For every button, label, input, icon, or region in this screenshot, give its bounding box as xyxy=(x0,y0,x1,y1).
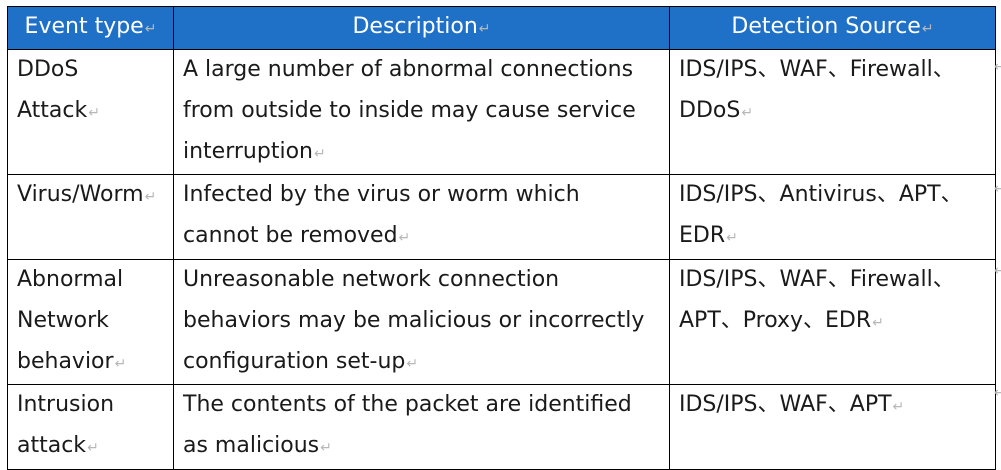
detection-source-text: IDS/IPS、WAF、Firewall、DDoS xyxy=(679,57,955,123)
row-end-mark-icon: ↵ xyxy=(994,181,1001,197)
description-cell: A large number of abnormal connections f… xyxy=(173,48,670,176)
description-text: A large number of abnormal connections f… xyxy=(183,57,636,164)
header-description: Description↵ xyxy=(173,6,670,50)
event-detection-table: Event type↵ Description↵ Detection Sourc… xyxy=(7,6,996,470)
paragraph-mark-icon: ↵ xyxy=(313,145,326,162)
paragraph-mark-icon: ↵ xyxy=(88,104,100,121)
detection-source-text: IDS/IPS、WAF、Firewall、APT、Proxy、EDR xyxy=(679,266,955,333)
paragraph-mark-icon: ↵ xyxy=(320,440,332,457)
event-type-cell: Abnormal Network behavior↵ xyxy=(7,258,174,386)
paragraph-mark-icon: ↵ xyxy=(872,314,884,331)
header-detection-source: Detection Source↵ xyxy=(669,6,996,50)
description-text: Unreasonable network connection behavior… xyxy=(183,266,645,374)
table-row: Intrusion attack↵ The contents of the pa… xyxy=(7,384,996,470)
table-row: DDoS Attack↵ A large number of abnormal … xyxy=(7,48,996,176)
row-end-mark-icon: ↵ xyxy=(994,59,1001,75)
paragraph-mark-icon: ↵ xyxy=(144,189,157,206)
detection-source-text: IDS/IPS、WAF、APT xyxy=(679,392,892,418)
paragraph-mark-icon: ↵ xyxy=(741,104,754,121)
event-type-text: DDoS Attack xyxy=(17,57,88,123)
detection-source-cell: IDS/IPS、WAF、Firewall、DDoS↵ xyxy=(669,48,996,176)
header-description-label: Description xyxy=(352,14,478,39)
paragraph-mark-icon: ↵ xyxy=(921,21,934,37)
paragraph-mark-icon: ↵ xyxy=(406,355,419,372)
paragraph-mark-icon: ↵ xyxy=(726,230,738,247)
event-type-cell: Virus/Worm↵ xyxy=(7,174,174,260)
detection-source-text: IDS/IPS、Antivirus、APT、EDR xyxy=(679,182,963,249)
event-type-cell: DDoS Attack↵ xyxy=(7,48,174,176)
paragraph-mark-icon: ↵ xyxy=(87,440,99,457)
description-cell: The contents of the packet are identifie… xyxy=(173,384,670,470)
header-detection-source-label: Detection Source xyxy=(731,14,921,39)
row-end-mark-icon: ↵ xyxy=(994,385,1001,401)
detection-source-cell: IDS/IPS、WAF、APT↵ xyxy=(669,384,996,470)
detection-source-cell: IDS/IPS、Antivirus、APT、EDR↵ xyxy=(669,174,996,260)
paragraph-mark-icon: ↵ xyxy=(114,355,127,372)
event-type-text: Abnormal Network behavior xyxy=(17,266,124,374)
event-type-text: Virus/Worm xyxy=(17,182,144,208)
paragraph-mark-icon: ↵ xyxy=(892,399,905,416)
event-type-cell: Intrusion attack↵ xyxy=(7,384,174,470)
description-cell: Unreasonable network connection behavior… xyxy=(173,258,670,386)
row-end-mark-icon: ↵ xyxy=(994,263,1001,279)
header-event-type-label: Event type xyxy=(24,14,144,39)
event-type-text: Intrusion attack xyxy=(17,392,115,459)
paragraph-mark-icon: ↵ xyxy=(478,21,491,37)
header-row: Event type↵ Description↵ Detection Sourc… xyxy=(7,6,996,50)
header-event-type: Event type↵ xyxy=(7,6,174,50)
paragraph-mark-icon: ↵ xyxy=(144,21,157,37)
detection-source-cell: IDS/IPS、WAF、Firewall、APT、Proxy、EDR↵ xyxy=(669,258,996,386)
paragraph-mark-icon: ↵ xyxy=(398,230,411,247)
table-row: Abnormal Network behavior↵ Unreasonable … xyxy=(7,258,996,386)
description-text: The contents of the packet are identifie… xyxy=(183,392,632,459)
description-text: Infected by the virus or worm which cann… xyxy=(183,182,580,249)
description-cell: Infected by the virus or worm which cann… xyxy=(173,174,670,260)
table-row: Virus/Worm↵ Infected by the virus or wor… xyxy=(7,174,996,260)
